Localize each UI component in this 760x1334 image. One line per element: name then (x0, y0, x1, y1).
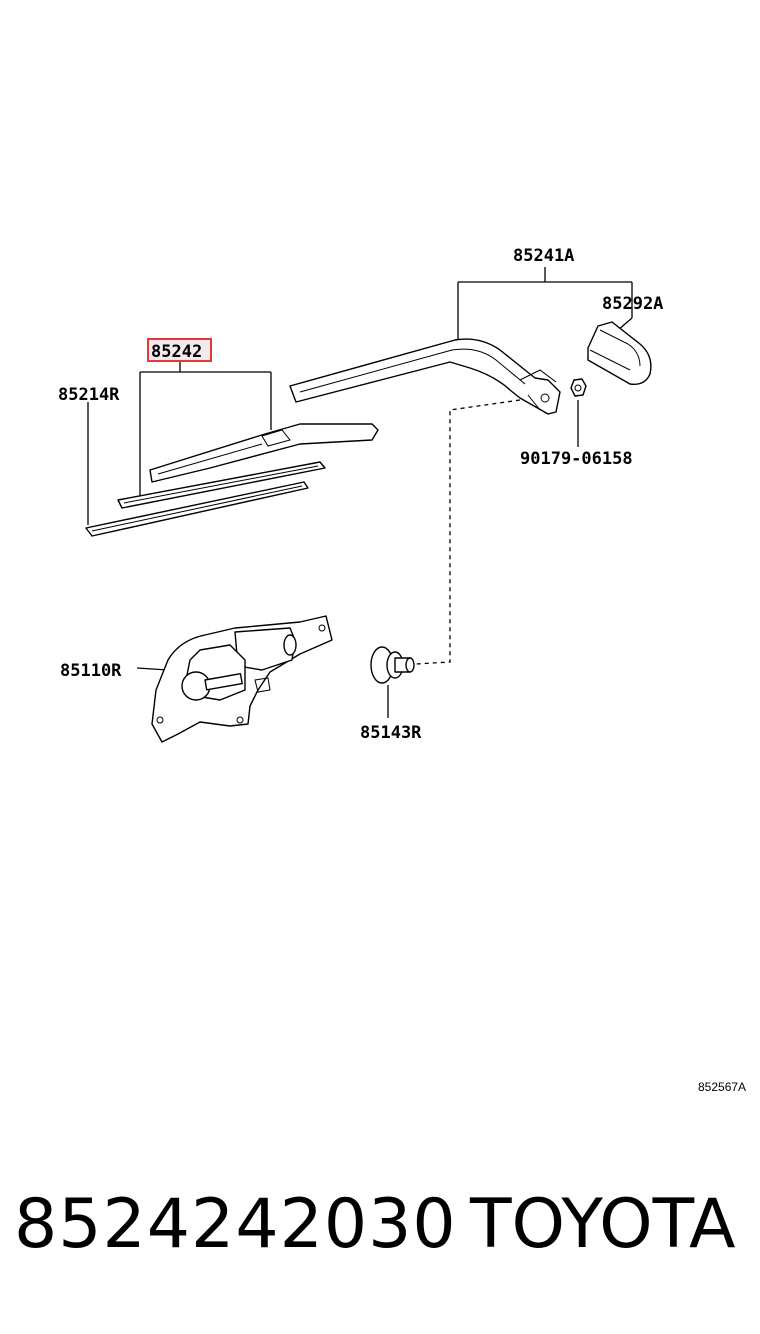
blade-rubber-part (85, 481, 309, 537)
arm-cap-part (587, 321, 652, 385)
label-arm[interactable]: 85241A (513, 246, 574, 266)
label-blade[interactable]: 85242 (151, 342, 202, 362)
label-nut[interactable]: 90179-06158 (520, 449, 633, 469)
grommet-part (370, 646, 415, 684)
footer: 8524242030 TOYOTA (0, 1185, 760, 1285)
nut-part (570, 378, 587, 397)
highlight-box (147, 338, 212, 362)
wiper-arm-part (289, 338, 561, 415)
label-arm-cap[interactable]: 85292A (602, 294, 663, 314)
figure-ref: 852567A (698, 1080, 746, 1094)
alignment-dashed-line (415, 399, 521, 665)
wiper-blade-part (117, 423, 379, 509)
label-motor[interactable]: 85110R (60, 661, 122, 681)
label-blade-rubber[interactable]: 85214R (58, 385, 120, 405)
wiper-motor-part (151, 615, 333, 743)
part-number: 8524242030 (14, 1185, 457, 1264)
brand-name: TOYOTA (470, 1185, 736, 1264)
label-grommet[interactable]: 85143R (360, 723, 422, 743)
leader-lines (87, 267, 633, 718)
